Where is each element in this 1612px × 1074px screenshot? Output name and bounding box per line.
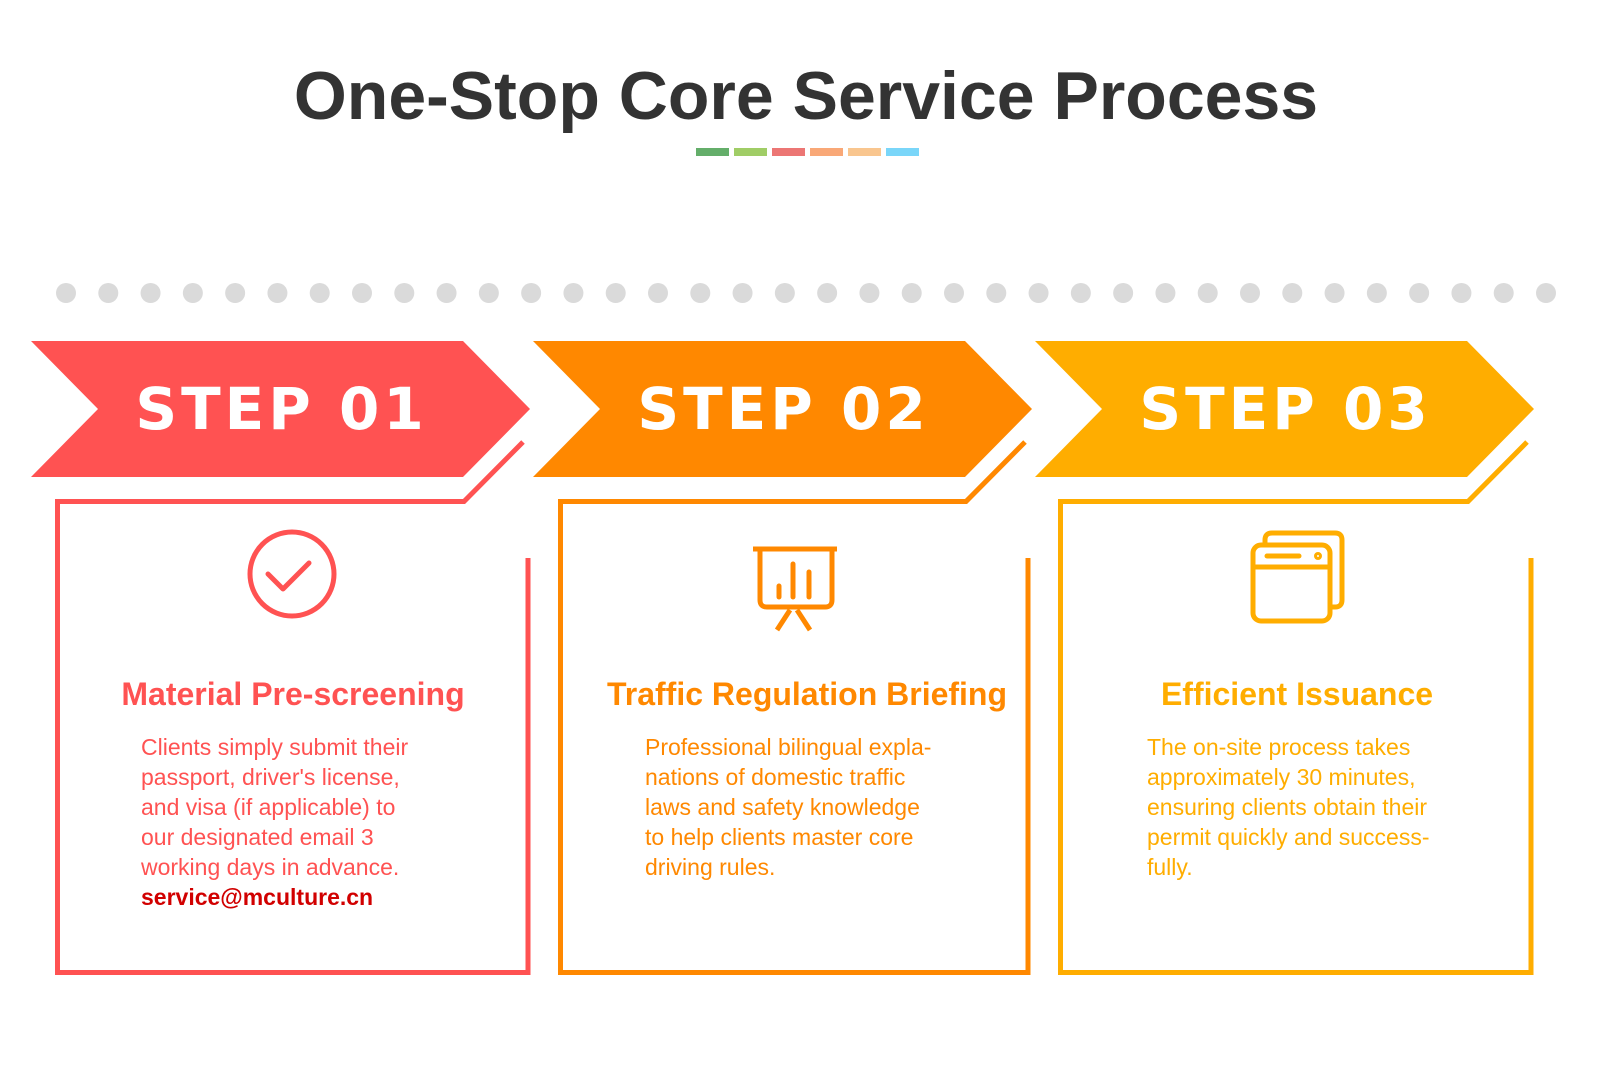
presentation-board-icon (753, 546, 837, 632)
timeline-dot (352, 283, 372, 303)
step-3-card-frame (1058, 440, 1534, 975)
contact-email[interactable]: service@mculture.cn (141, 884, 374, 910)
description-line: fully. (1147, 854, 1193, 880)
step-1-chevron (31, 341, 530, 477)
timeline-dot (1197, 283, 1218, 303)
timeline-dot (859, 283, 880, 303)
stacked-windows-icon (1250, 530, 1345, 624)
timeline-dot (1493, 283, 1514, 303)
step-3-label: STEP 03 (1139, 375, 1432, 443)
check-circle-icon (247, 529, 337, 619)
color-bar (886, 148, 919, 156)
step-2 (533, 341, 1032, 975)
step-2-title: Traffic Regulation Briefing (606, 676, 1008, 712)
color-bar (848, 148, 881, 156)
timeline-dot (563, 283, 584, 303)
description-line: our designated email 3 (141, 824, 374, 850)
timeline-dot (1536, 283, 1556, 303)
step-3 (1035, 341, 1534, 975)
timeline-dot (1409, 283, 1430, 303)
description-line: driving rules. (645, 854, 776, 880)
color-bar-divider (696, 148, 919, 156)
color-bar (772, 148, 805, 156)
description-line: Clients simply submit their (141, 734, 409, 760)
timeline-dot (56, 283, 76, 303)
timeline-dot (1240, 283, 1260, 303)
timeline-dot (944, 283, 964, 303)
description-line: to help clients master core (645, 824, 914, 850)
step-1-card-frame (55, 440, 531, 975)
timeline-dot (605, 283, 626, 303)
timeline-dot (732, 283, 753, 303)
timeline-dot (1282, 283, 1303, 303)
dotted-timeline (56, 283, 1556, 303)
description-line: passport, driver's license, (141, 764, 400, 790)
timeline-dot (436, 283, 457, 303)
step-2-label: STEP 02 (637, 375, 930, 443)
timeline-dot (225, 283, 246, 303)
timeline-dot (182, 283, 203, 303)
timeline-dot (1028, 283, 1049, 303)
description-line: and visa (if applicable) to (141, 794, 396, 820)
timeline-dot (1451, 283, 1472, 303)
description-line: approximately 30 minutes, (1147, 764, 1416, 790)
card-frame-top (55, 440, 525, 975)
step-3-title: Efficient Issuance (1160, 676, 1434, 712)
timeline-dot (478, 283, 499, 303)
timeline-dot (1113, 283, 1134, 303)
description-line: working days in advance. (141, 854, 400, 880)
description-line: nations of domestic traffic (645, 764, 906, 790)
timeline-dot (690, 283, 711, 303)
description-line: Professional bilingual expla- (645, 734, 932, 760)
step-3-chevron (1035, 341, 1534, 477)
step-2-description: Professional bilingual expla- nations of… (645, 732, 975, 882)
color-bar (696, 148, 729, 156)
color-bar (734, 148, 767, 156)
step-2-card-frame (558, 440, 1031, 975)
step-2-chevron (533, 341, 1032, 477)
timeline-dot (774, 283, 795, 303)
step-1-title: Material Pre-screening (121, 676, 465, 712)
timeline-dot (1366, 283, 1387, 303)
timeline-dot (986, 283, 1007, 303)
timeline-dot (309, 283, 330, 303)
timeline-dot (394, 283, 415, 303)
timeline-dot (1324, 283, 1345, 303)
timeline-dot (521, 283, 542, 303)
timeline-dot (98, 283, 119, 303)
card-frame-top (1058, 440, 1529, 975)
timeline-dot (267, 283, 288, 303)
color-bar (810, 148, 843, 156)
step-1 (31, 341, 531, 975)
description-line: permit quickly and success- (1147, 824, 1430, 850)
timeline-dot (1155, 283, 1176, 303)
timeline-dot (648, 283, 668, 303)
timeline-dot (1070, 283, 1091, 303)
step-1-description: Clients simply submit their passport, dr… (141, 732, 471, 912)
page-title: One-Stop Core Service Process (293, 58, 1319, 134)
timeline-dot (901, 283, 922, 303)
description-line: The on-site process takes (1147, 734, 1411, 760)
step-1-label: STEP 01 (135, 375, 428, 443)
description-line: laws and safety knowledge (645, 794, 920, 820)
description-line: ensuring clients obtain their (1147, 794, 1427, 820)
timeline-dot (140, 283, 161, 303)
step-3-description: The on-site process takes approximately … (1147, 732, 1477, 882)
card-frame-top (558, 440, 1027, 975)
timeline-dot (817, 283, 838, 303)
